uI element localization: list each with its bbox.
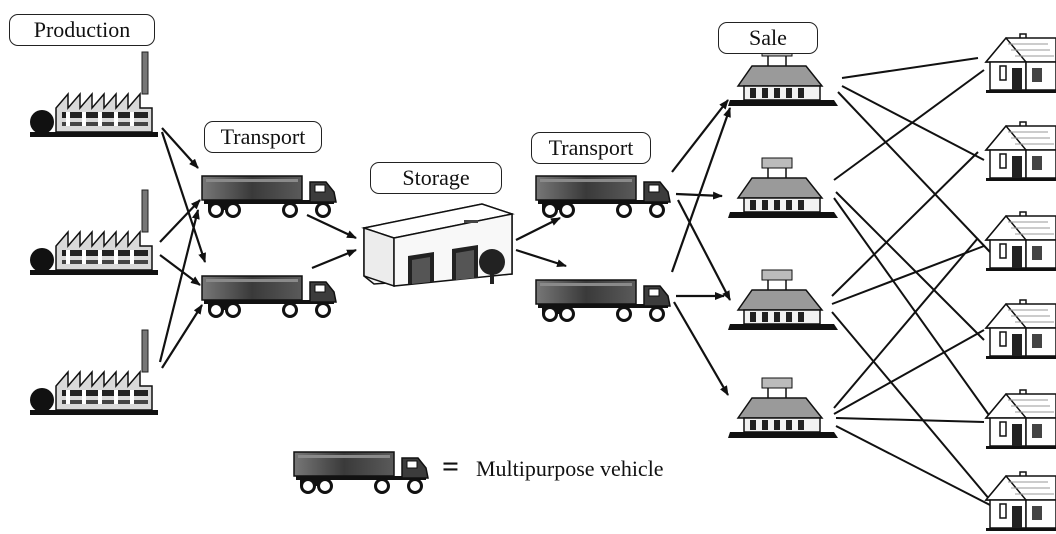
- house-icon: [985, 389, 1056, 450]
- house-icon: [985, 33, 1056, 94]
- truck-icon: [200, 274, 338, 318]
- transport-label-2: Transport: [531, 132, 651, 164]
- distribution-lines: [831, 57, 997, 506]
- transport-label-1: Transport: [204, 121, 322, 153]
- flow-arrows: [158, 99, 732, 396]
- storage-label: Storage: [370, 162, 502, 194]
- factory-icon: [29, 51, 159, 138]
- store-icon: [727, 157, 839, 219]
- truck-icon: [200, 174, 338, 218]
- store-icon: [727, 269, 839, 331]
- factory-icon: [29, 189, 159, 276]
- store-icon: [727, 45, 839, 107]
- legend-text: Multipurpose vehicle: [476, 456, 664, 481]
- factory-icon: [29, 329, 159, 416]
- sale-label: Sale: [718, 22, 818, 54]
- warehouse-icon: [363, 203, 513, 287]
- store-icon: [727, 377, 839, 439]
- legend-equals-sign: =: [442, 450, 460, 483]
- house-icon: [985, 299, 1056, 360]
- truck-icon: [534, 174, 672, 218]
- house-icon: [985, 121, 1056, 182]
- house-icon: [985, 211, 1056, 272]
- house-icon: [985, 471, 1056, 532]
- legend-truck-icon: [292, 450, 430, 494]
- truck-icon: [534, 278, 672, 322]
- production-label: Production: [9, 14, 155, 46]
